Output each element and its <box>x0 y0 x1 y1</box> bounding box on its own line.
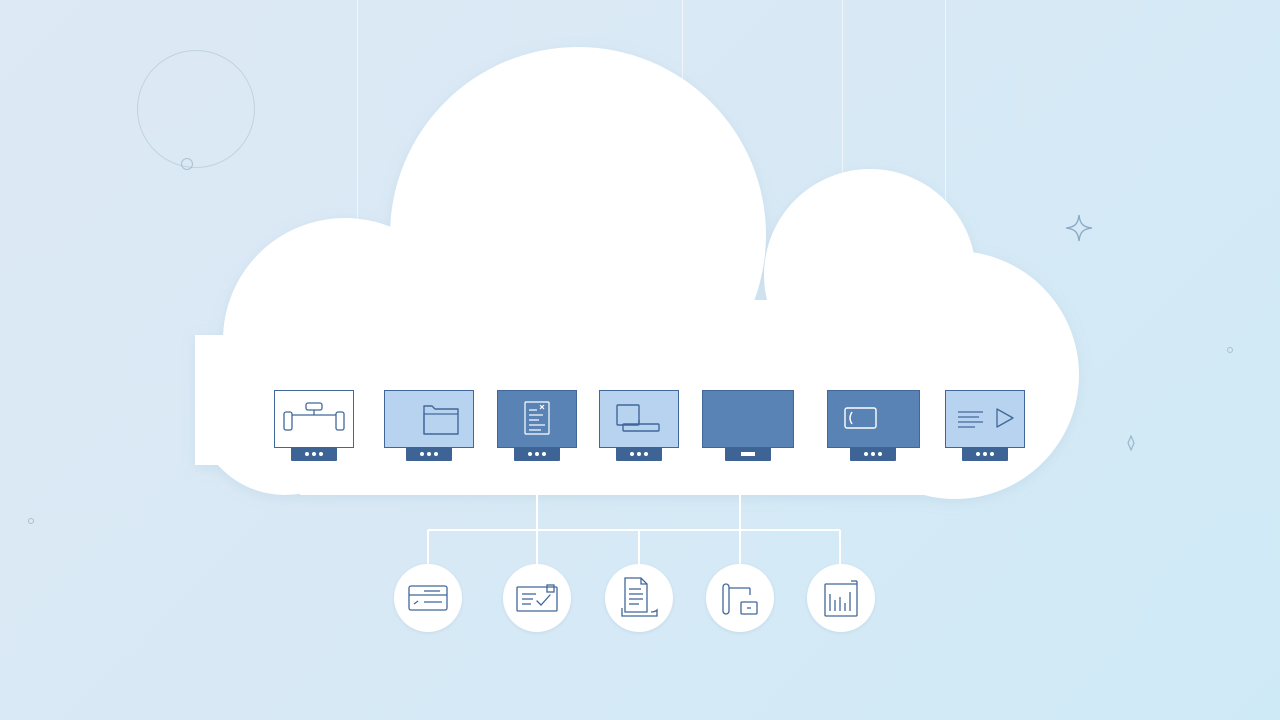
server-card <box>827 390 920 462</box>
node-tools <box>706 564 774 632</box>
media-play-icon <box>958 408 1014 428</box>
decorative-line <box>945 0 946 230</box>
documents-icon <box>621 577 658 617</box>
checked-message-icon <box>516 584 558 612</box>
server-blank <box>702 390 794 462</box>
node-documents <box>605 564 673 632</box>
node-form <box>394 564 462 632</box>
sparkle-icon <box>1127 435 1135 451</box>
node-checked-message <box>503 564 571 632</box>
decorative-dot <box>28 518 34 524</box>
code-document-icon <box>524 401 550 435</box>
decorative-line <box>842 0 843 210</box>
node-bar-chart <box>807 564 875 632</box>
server-code-document <box>497 390 577 462</box>
blank-screen-icon <box>702 390 794 448</box>
windows-icon <box>616 404 660 432</box>
bar-chart-icon <box>824 580 858 617</box>
server-workflow <box>274 390 354 462</box>
sparkle-icon <box>1065 214 1093 242</box>
card-icon <box>844 407 877 429</box>
workflow-icon <box>283 402 345 431</box>
tools-icon <box>722 583 758 615</box>
decorative-line <box>357 0 358 330</box>
server-media <box>945 390 1025 462</box>
server-windows <box>599 390 679 462</box>
form-icon <box>408 585 448 611</box>
decorative-dot <box>1227 347 1233 353</box>
decorative-line <box>682 0 683 120</box>
folder-icon <box>423 405 459 435</box>
decorative-dot <box>181 158 193 170</box>
server-folder <box>384 390 474 462</box>
decorative-circle <box>137 50 255 168</box>
